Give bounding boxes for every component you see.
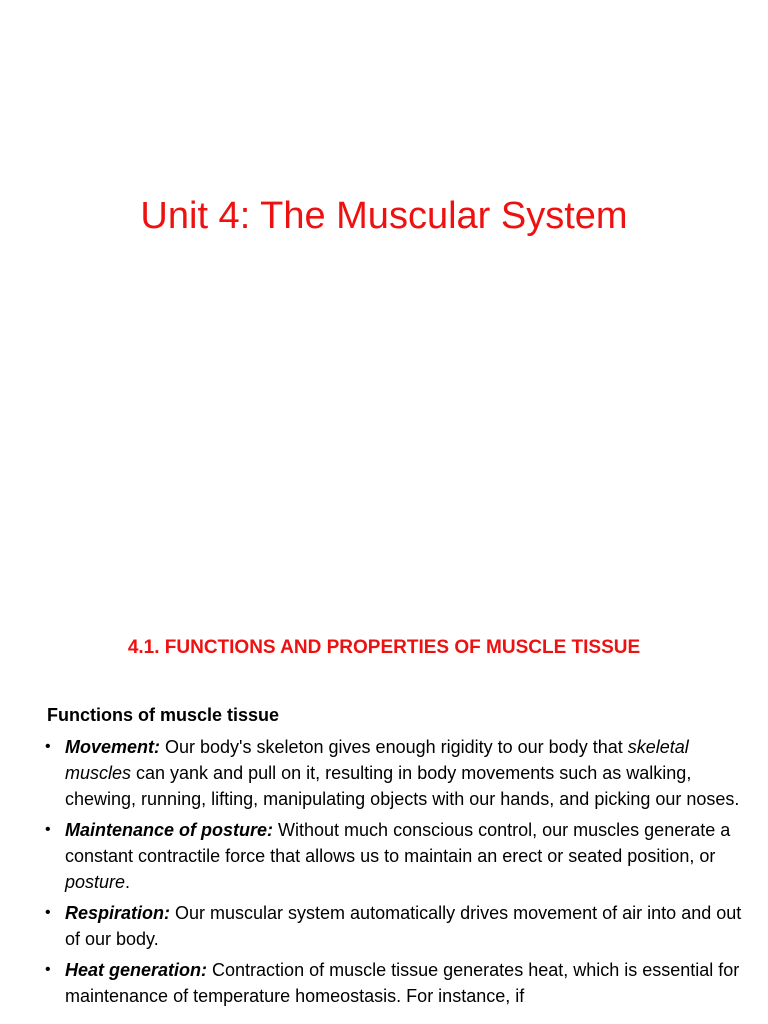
bullet-italic-text: skeletal muscles (65, 737, 689, 783)
bullet-icon: • (45, 961, 51, 978)
bullet-term: Movement: (65, 737, 161, 757)
bullet-icon: • (45, 904, 51, 921)
bullet-term: Heat generation: (65, 960, 208, 980)
bullet-text: can yank and pull on it, resulting in bo… (65, 763, 740, 809)
bullet-term: Respiration: (65, 903, 171, 923)
bullet-icon: • (45, 821, 51, 838)
bullet-term: Maintenance of posture: (65, 820, 274, 840)
bullet-text: . (125, 872, 131, 892)
bullet-posture: • Maintenance of posture: Without much co… (45, 817, 745, 895)
bullet-list: • Movement: Our body's skeleton gives eno… (45, 734, 745, 1014)
bullet-text: Our body's skeleton gives enough rigidit… (160, 737, 628, 757)
title-slide: Unit 4: The Muscular System (140, 195, 628, 237)
section-heading: 4.1. FUNCTIONS AND PROPERTIES OF MUSCLE … (127, 637, 641, 658)
slide-title: Unit 4: The Muscular System (140, 195, 628, 237)
subsection-heading: Functions of muscle tissue (47, 705, 280, 725)
bullet-respiration: • Respiration: Our muscular system automa… (45, 900, 745, 952)
content-slide: 4.1. FUNCTIONS AND PROPERTIES OF MUSCLE … (0, 600, 768, 1024)
bullet-heat-generation: • Heat generation: Contraction of muscle … (45, 957, 745, 1009)
bullet-movement: • Movement: Our body's skeleton gives eno… (45, 734, 745, 812)
bullet-text: Our muscular system automatically drives… (65, 903, 742, 949)
bullet-italic-text: posture (65, 872, 126, 892)
bullet-text: Without much conscious control, our musc… (65, 820, 731, 866)
bullet-text: Contraction of muscle tissue generates h… (65, 960, 740, 1006)
bullet-icon: • (45, 738, 51, 755)
